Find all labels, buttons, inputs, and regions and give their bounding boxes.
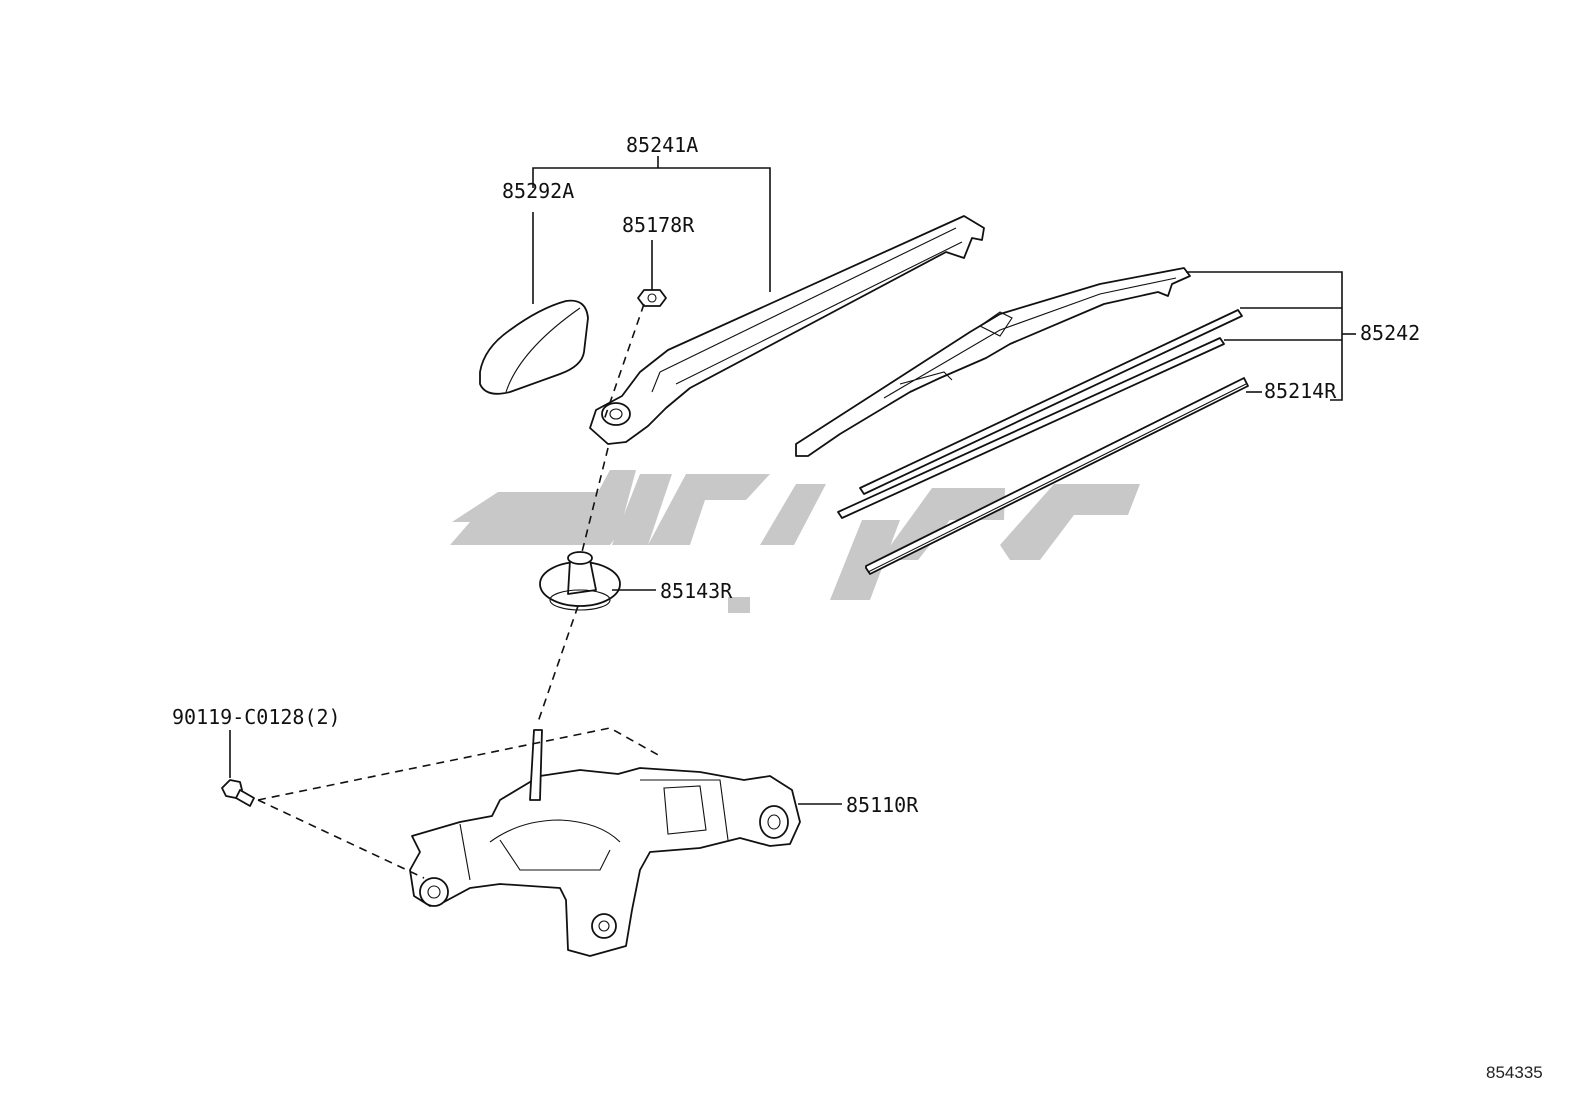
- callout-85242: 85242: [1360, 321, 1420, 345]
- wiper-motor-part: [409, 729, 801, 957]
- grommet-part: [539, 551, 621, 611]
- callout-85143R: 85143R: [660, 579, 733, 603]
- callout-85178R: 85178R: [622, 213, 695, 237]
- bolt-part: [221, 779, 255, 807]
- callout-85110R: 85110R: [846, 793, 919, 817]
- arm-cover-part: [479, 299, 589, 395]
- callout-85241A: 85241A: [626, 133, 698, 157]
- callout-85292A: 85292A: [502, 179, 574, 203]
- blade-rubber-part: [837, 309, 1249, 575]
- callout-85214R: 85214R: [1264, 379, 1337, 403]
- leader-lines: [229, 156, 1356, 805]
- watermark-logo: [450, 470, 1140, 613]
- callout-labels: 85241A 85292A 85178R 85242 85214R 85143R…: [172, 133, 1543, 1082]
- drawing-number: 854335: [1486, 1063, 1543, 1082]
- wiper-blade-part: [795, 267, 1191, 457]
- wiper-arm-part: [589, 215, 985, 445]
- assembly-lines: [257, 303, 661, 879]
- nut-part: [637, 289, 667, 307]
- callout-90119-C0128: 90119-C0128(2): [172, 705, 341, 729]
